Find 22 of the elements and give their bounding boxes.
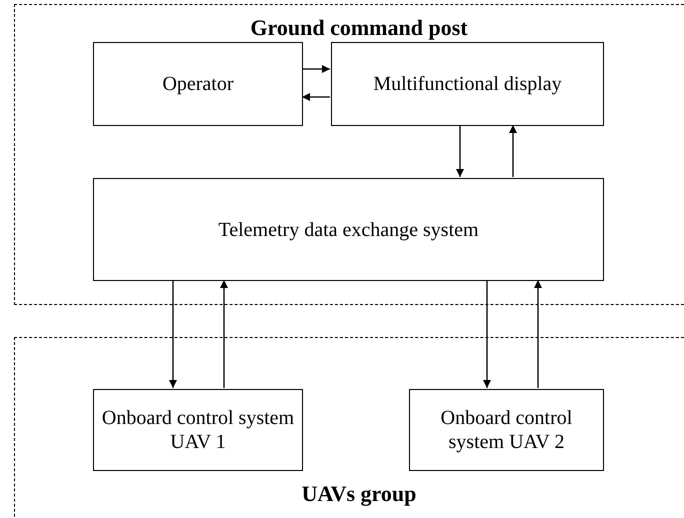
arrow	[302, 93, 330, 101]
box-label: Onboard control system UAV 2	[440, 406, 574, 454]
box-label: Operator	[162, 72, 234, 96]
box-label: Multifunctional display	[373, 72, 562, 96]
arrow	[169, 280, 177, 388]
box-label: Telemetry data exchange system	[218, 218, 479, 242]
arrow	[302, 65, 330, 73]
arrow	[220, 280, 228, 388]
process-box	[93, 389, 303, 471]
arrow	[509, 125, 517, 177]
process-box	[93, 42, 303, 126]
group-frame	[14, 4, 684, 305]
box-label: Onboard control system UAV 1	[100, 406, 296, 454]
group-title: UAVs group	[302, 481, 416, 507]
group-frame	[14, 337, 684, 518]
process-box	[93, 178, 604, 281]
arrow	[483, 280, 491, 388]
arrow	[456, 125, 464, 177]
process-box	[409, 389, 604, 471]
arrow	[534, 280, 542, 388]
process-box	[331, 42, 604, 126]
group-title: Ground command post	[250, 15, 468, 41]
